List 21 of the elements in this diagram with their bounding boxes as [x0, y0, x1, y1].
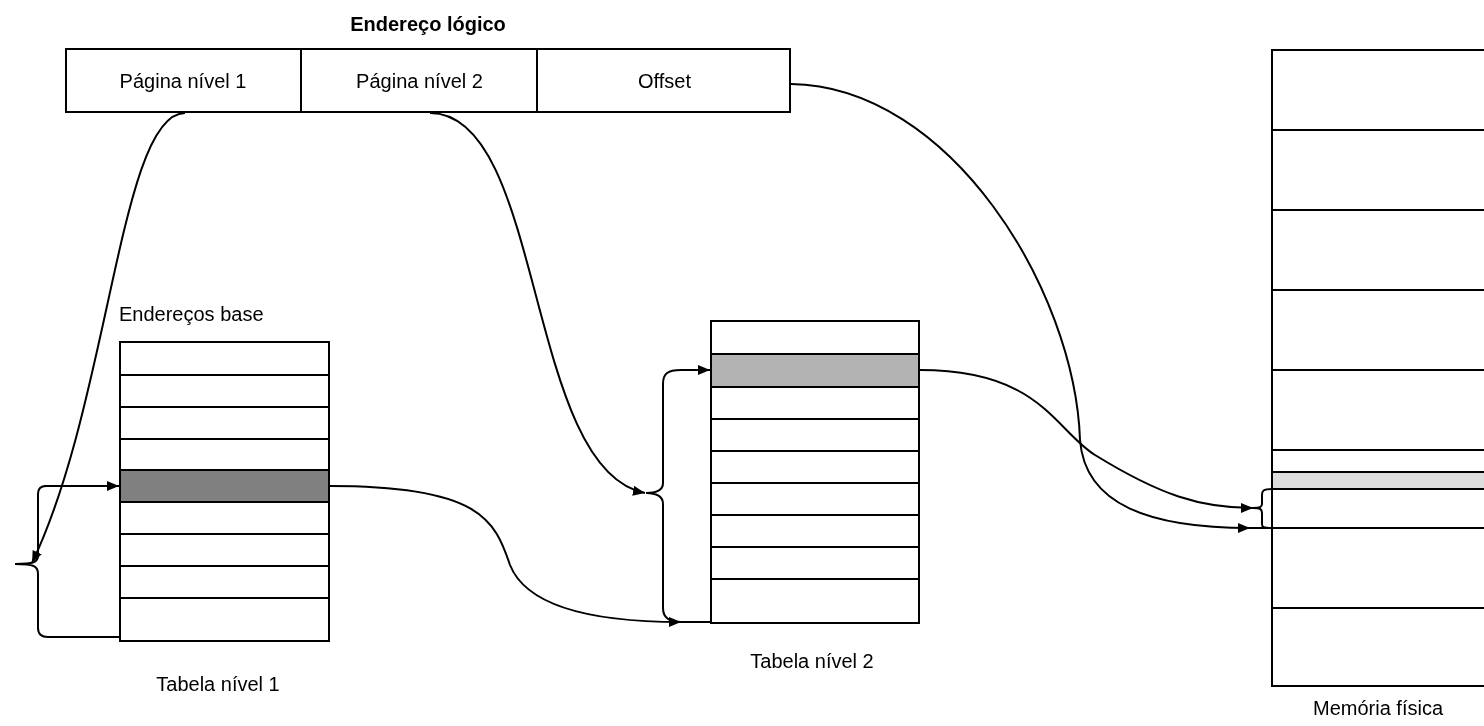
- arrow: [43, 481, 120, 491]
- table-caption: Tabela nível 2: [750, 650, 874, 673]
- table-caption: Memória física: [1313, 697, 1443, 720]
- address-heading: Endereço lógico: [350, 13, 506, 36]
- field-label: Página nível 2: [356, 69, 483, 92]
- field-label: Offset: [638, 69, 691, 92]
- curly-brace: [645, 368, 711, 624]
- table-entry: [710, 353, 920, 388]
- physical-memory: [1271, 49, 1484, 687]
- arrow: [31, 112, 186, 564]
- arrow: [429, 112, 646, 494]
- arrow: [919, 369, 1254, 513]
- table-entry: [119, 469, 330, 503]
- field-label: Página nível 1: [119, 69, 247, 92]
- table-heading: Endereços base: [119, 303, 264, 326]
- arrow: [790, 83, 1251, 533]
- curly-brace: [1250, 487, 1273, 530]
- table-caption: Tabela nível 1: [156, 673, 280, 696]
- arrow: [680, 365, 711, 375]
- curly-brace: [14, 484, 120, 639]
- page-table: [710, 320, 920, 624]
